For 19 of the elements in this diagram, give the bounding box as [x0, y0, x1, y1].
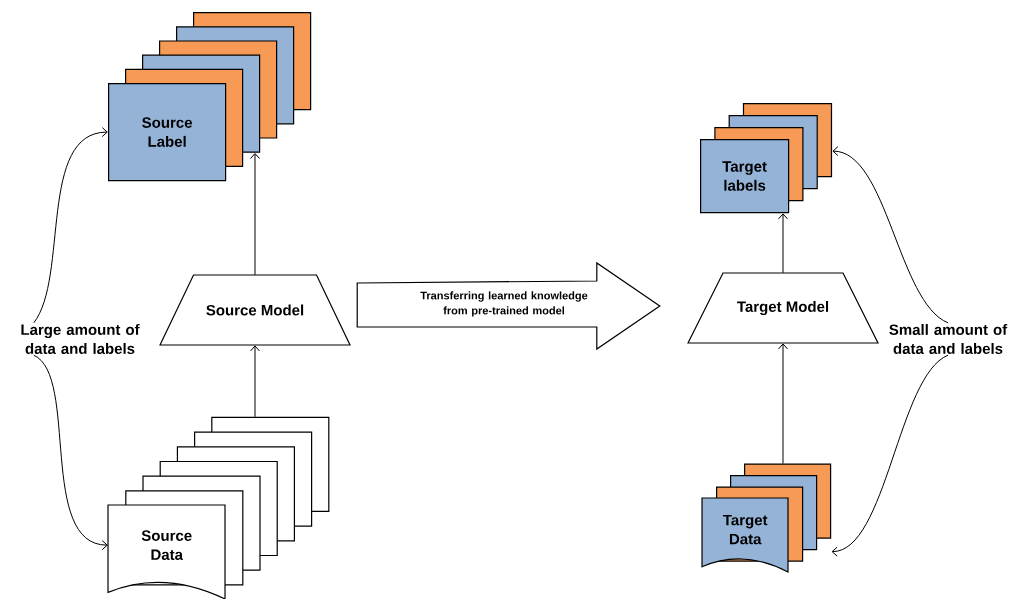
block-arrow: [356, 261, 661, 351]
arrow: [778, 213, 788, 274]
trapezoid-box: Target Model: [687, 272, 879, 344]
trapezoid-box: Source Model: [159, 274, 351, 346]
curved-arrow: [33, 127, 108, 324]
document-stack: Source Data: [107, 416, 330, 599]
label-card-stack: Source Label: [108, 12, 312, 182]
arrow: [250, 345, 260, 418]
edge-label: Transferring learned knowledge from pre-trained model: [420, 291, 588, 317]
label-card-stack: Target labels: [700, 103, 833, 214]
arrow: [778, 343, 788, 464]
curved-arrow: [831, 354, 949, 557]
node-label: Source Data: [141, 530, 192, 560]
annotation-text: Small amount of data and labels: [889, 324, 1008, 354]
document-stack: Target Data: [701, 463, 832, 573]
curved-arrow: [832, 146, 949, 324]
annotation-text: Large amount of data and labels: [21, 324, 140, 354]
curved-arrow: [33, 354, 108, 551]
arrow: [250, 153, 260, 276]
